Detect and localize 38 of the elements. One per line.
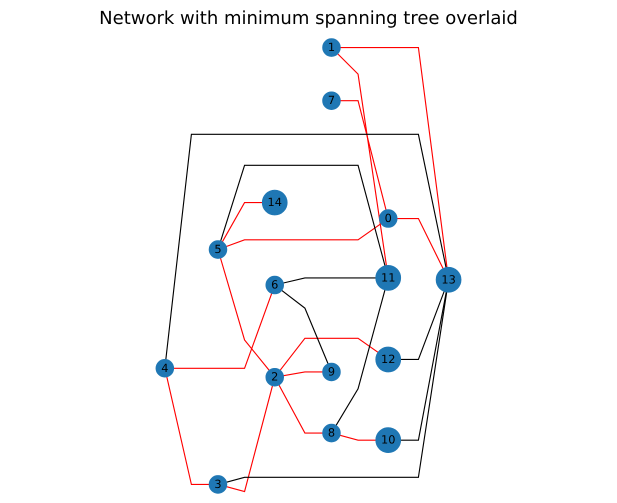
node-circle: 7: [322, 91, 341, 110]
diagram-title: Network with minimum spanning tree overlaid: [99, 8, 518, 29]
connector: [280, 338, 378, 370]
node-circle: 13: [436, 266, 462, 293]
connector: [337, 53, 387, 266]
node-circle: 4: [156, 358, 174, 378]
connector: [165, 134, 447, 360]
connector: [220, 258, 270, 371]
connector: [400, 292, 447, 441]
connector: [397, 218, 444, 269]
connector: [336, 290, 386, 426]
connector: [283, 371, 323, 376]
node-circle: 11: [375, 265, 402, 291]
node-circle: 12: [375, 346, 402, 372]
node-circle: 8: [322, 424, 341, 442]
node-circle: 10: [375, 427, 402, 453]
connector: [226, 223, 382, 248]
node-circle: 2: [265, 368, 284, 386]
node-circle: 3: [208, 475, 228, 494]
connector: [340, 47, 448, 268]
node-circle: 14: [262, 190, 288, 216]
connector: [340, 434, 376, 441]
node-circle: 6: [265, 276, 284, 294]
connector: [220, 164, 386, 266]
connector: [222, 202, 262, 242]
connector: [226, 386, 273, 492]
node-circle: 5: [208, 240, 228, 259]
node-circle: 0: [378, 209, 398, 228]
node-circle: 9: [322, 362, 341, 382]
connector: [340, 100, 387, 210]
connector: [283, 277, 376, 284]
connector: [400, 291, 445, 360]
connector: [166, 376, 210, 485]
connector: [226, 292, 448, 483]
connector: [278, 384, 323, 434]
node-circle: 1: [322, 38, 341, 57]
connector: [281, 290, 329, 364]
connector: [174, 293, 272, 369]
